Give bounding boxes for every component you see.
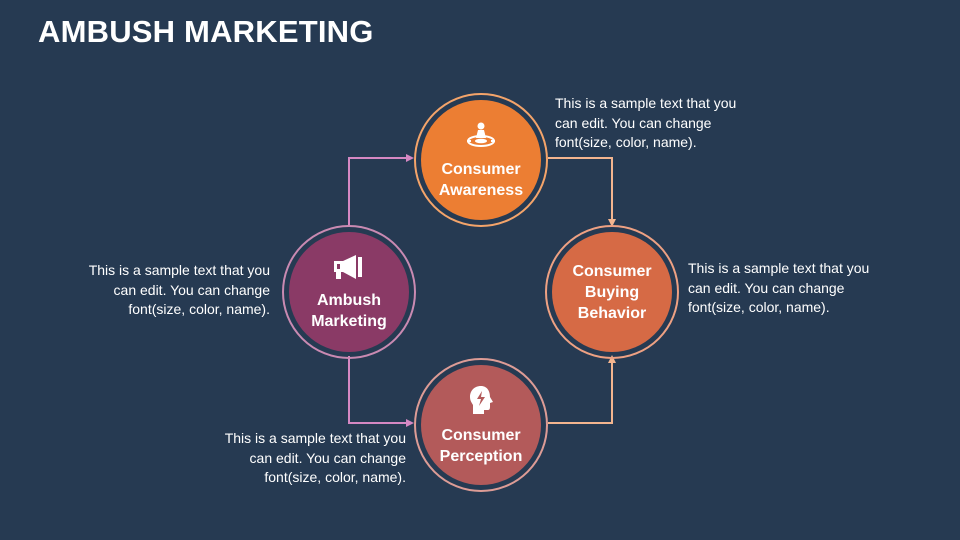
description-line: font(size, color, name). — [555, 134, 697, 150]
node-label-line: Perception — [439, 447, 523, 465]
description-line: font(size, color, name). — [264, 469, 406, 485]
target-person-icon — [466, 120, 496, 155]
description-buying-behavior: This is a sample text that you can edit.… — [688, 259, 888, 318]
head-lightning-icon — [466, 384, 496, 421]
node-consumer-awareness: Consumer Awareness — [414, 93, 548, 227]
description-line: can edit. You can change — [555, 114, 712, 131]
description-line: can edit. You can change — [113, 281, 270, 298]
node-ambush-marketing: Ambush Marketing — [282, 225, 416, 359]
megaphone-icon — [332, 253, 366, 286]
description-line: This is a sample text that you — [88, 262, 270, 278]
node-consumer-perception: Consumer Perception — [414, 358, 548, 492]
description-awareness: This is a sample text that you can edit.… — [555, 94, 755, 153]
node-label-line: Marketing — [311, 312, 387, 330]
arrow-perception-to-buying — [548, 355, 616, 424]
node-label-line: Buying — [584, 283, 640, 301]
description-line: can edit. You can change — [688, 279, 845, 296]
page-title: AMBUSH MARKETING — [38, 14, 374, 49]
node-label-line: Consumer — [441, 426, 521, 444]
node-label-line: Behavior — [577, 304, 647, 322]
description-line: This is a sample text that you — [688, 260, 870, 276]
arrow-ambush-to-perception — [348, 356, 414, 427]
arrow-awareness-to-buying — [548, 157, 616, 227]
description-ambush-marketing: This is a sample text that you can edit.… — [70, 261, 270, 320]
arrow-ambush-to-awareness — [348, 154, 414, 226]
description-line: This is a sample text that you — [555, 95, 737, 111]
node-consumer-buying-behavior: Consumer Buying Behavior — [545, 225, 679, 359]
description-line: font(size, color, name). — [688, 299, 830, 315]
description-line: can edit. You can change — [249, 449, 406, 466]
node-label-line: Ambush — [317, 291, 381, 309]
node-label-line: Awareness — [438, 181, 524, 199]
node-label-line: Consumer — [572, 262, 652, 280]
description-perception: This is a sample text that you can edit.… — [206, 429, 406, 488]
description-line: font(size, color, name). — [128, 301, 270, 317]
node-label-line: Consumer — [441, 160, 521, 178]
description-line: This is a sample text that you — [224, 430, 406, 446]
